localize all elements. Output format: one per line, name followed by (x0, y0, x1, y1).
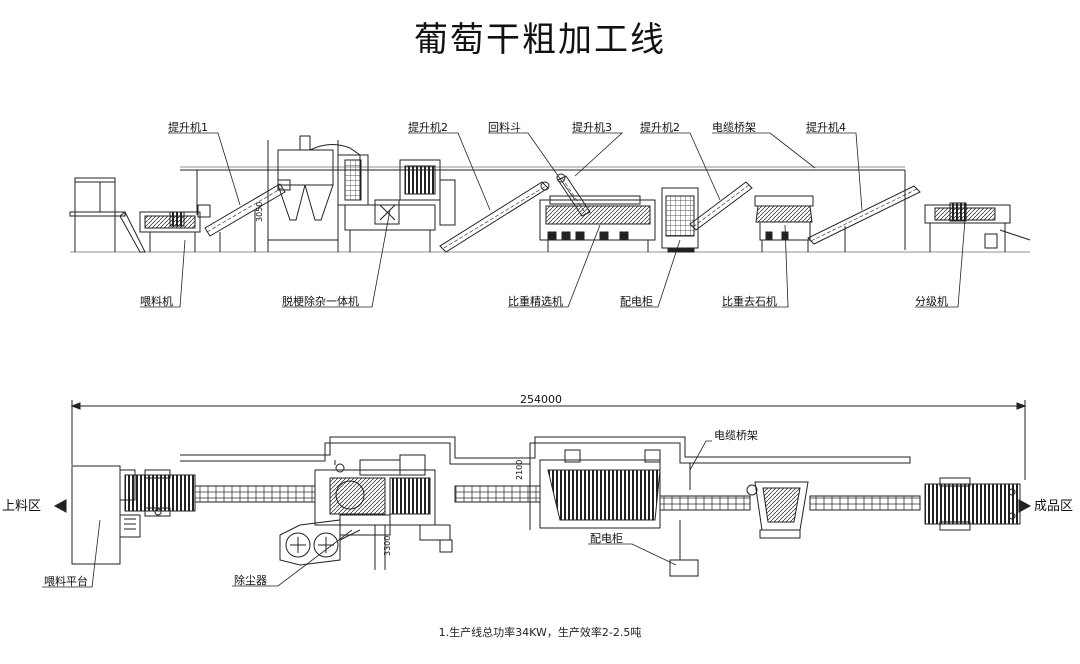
loading-arrow-icon (53, 499, 67, 513)
product-arrow-icon (1018, 499, 1032, 513)
label-destemmer: 脱梗除杂一体机 (282, 294, 359, 308)
gravity-destoner-plan (746, 481, 809, 539)
label-total-length: 254000 (520, 393, 562, 406)
conveyor-2-plan (454, 485, 541, 503)
destemmer-plan (314, 454, 453, 553)
label-cable-tray-elevation: 电缆桥架 (712, 121, 756, 134)
label-gravity-destoner: 比重去石机 (722, 294, 777, 308)
elevator-4 (807, 185, 921, 252)
plan-labels: 254000 电缆桥架 上料区 成品区 配电柜 喂料平台 除尘器 (2, 393, 1073, 588)
label-cable-tray-plan: 电缆桥架 (714, 429, 758, 442)
elevator-2b (689, 181, 753, 231)
control-cabinet-elevation (661, 187, 699, 253)
feed-platform-elevation (69, 177, 126, 252)
control-cabinet-plan (669, 520, 699, 577)
label-control-cabinet-elevation: 配电柜 (620, 295, 653, 308)
page-title: 葡萄干粗加工线 (414, 20, 666, 60)
label-feed-platform: 喂料平台 (44, 574, 88, 588)
elevation-leaders (140, 132, 966, 308)
label-elevator-2b: 提升机2 (640, 120, 680, 134)
label-loading-area: 上料区 (2, 499, 41, 514)
feeder-machine (119, 204, 211, 253)
label-elevator-4: 提升机4 (806, 120, 846, 134)
plan-view: 3300 2100 (53, 400, 1032, 577)
dim-height-label: 3050 (255, 202, 264, 222)
dim-2100-label: 2100 (515, 460, 524, 480)
label-return-hopper: 回料斗 (488, 120, 521, 134)
label-elevator-3: 提升机3 (572, 120, 612, 134)
label-control-cabinet-plan: 配电柜 (590, 532, 623, 545)
label-grader: 分级机 (915, 294, 948, 308)
elevation-labels: 提升机1 提升机2 回料斗 提升机3 提升机2 电缆桥架 提升机4 喂料机 脱梗… (140, 120, 948, 308)
gravity-selector-elevation (539, 195, 656, 252)
elevator-1 (204, 179, 291, 252)
plan-leaders (42, 440, 712, 588)
conveyor-3-plan (659, 495, 751, 511)
conveyor-4-plan (809, 495, 921, 511)
elevation-view: 3050 (69, 135, 1031, 253)
label-product-area: 成品区 (1034, 499, 1073, 514)
footnote: 1.生产线总功率34KW，生产效率2-2.5吨 (438, 626, 642, 639)
dim-3300-label: 3300 (383, 536, 392, 556)
label-elevator-2a: 提升机2 (408, 120, 448, 134)
gravity-selector-plan: 2100 (515, 449, 661, 530)
destemmer-unit: 3050 (255, 135, 456, 252)
grader-elevation (924, 202, 1031, 252)
elevator-2a (439, 181, 550, 253)
label-elevator-1: 提升机1 (168, 120, 208, 134)
grader-plan (924, 477, 1021, 531)
gravity-destoner-elevation (754, 195, 814, 252)
feeder-plan (124, 469, 316, 517)
dust-collector-plan: 3300 (279, 519, 392, 570)
label-feeder: 喂料机 (140, 294, 173, 308)
label-dust-collector: 除尘器 (234, 573, 267, 587)
label-gravity-selector: 比重精选机 (508, 294, 563, 308)
